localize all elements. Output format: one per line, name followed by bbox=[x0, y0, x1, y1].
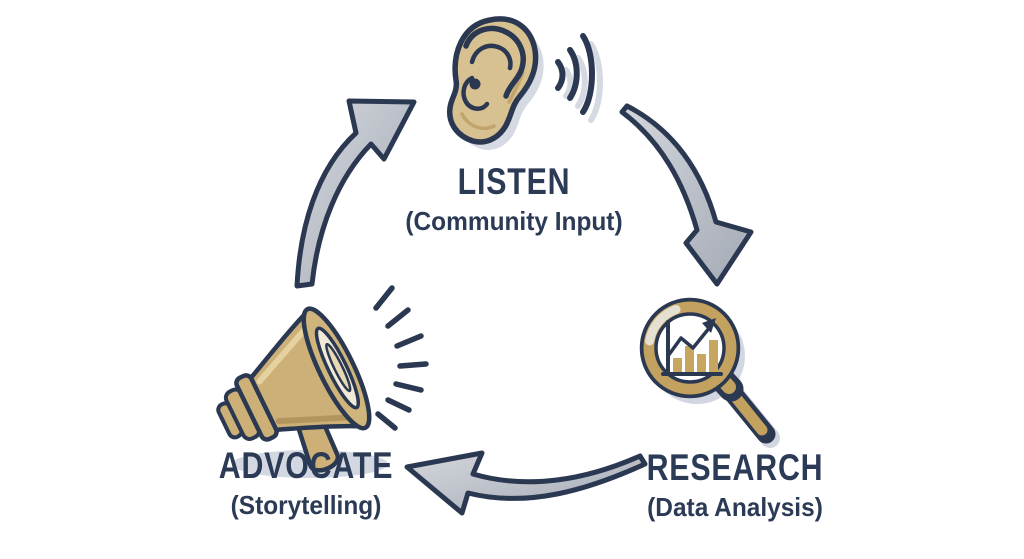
arrow-listen-to-research bbox=[619, 103, 754, 287]
ear-shape bbox=[447, 16, 539, 145]
node-advocate-label: ADVOCATE (Storytelling) bbox=[146, 445, 466, 520]
node-research-title: RESEARCH bbox=[646, 447, 824, 488]
arrow-advocate-to-listen bbox=[294, 98, 417, 289]
magnifier-chart-icon bbox=[639, 297, 780, 448]
node-listen-title: LISTEN bbox=[457, 161, 571, 202]
node-listen-label: LISTEN (Community Input) bbox=[354, 161, 674, 236]
arrow-research-to-advocate bbox=[404, 450, 648, 516]
sound-waves-icon bbox=[555, 33, 595, 115]
node-advocate-title: ADVOCATE bbox=[218, 445, 394, 486]
ear-listening-icon bbox=[447, 16, 603, 150]
lens-bar-chart-icon bbox=[661, 318, 723, 376]
megaphone-sound-lines-icon bbox=[373, 285, 429, 431]
node-listen-subtitle: (Community Input) bbox=[405, 205, 623, 236]
node-advocate-subtitle: (Storytelling) bbox=[230, 489, 382, 520]
megaphone-icon bbox=[216, 285, 429, 478]
node-research-label: RESEARCH (Data Analysis) bbox=[575, 447, 895, 522]
ear-tragus-dot bbox=[469, 78, 481, 90]
megaphone-body bbox=[216, 306, 372, 473]
node-research-subtitle: (Data Analysis) bbox=[647, 491, 823, 522]
